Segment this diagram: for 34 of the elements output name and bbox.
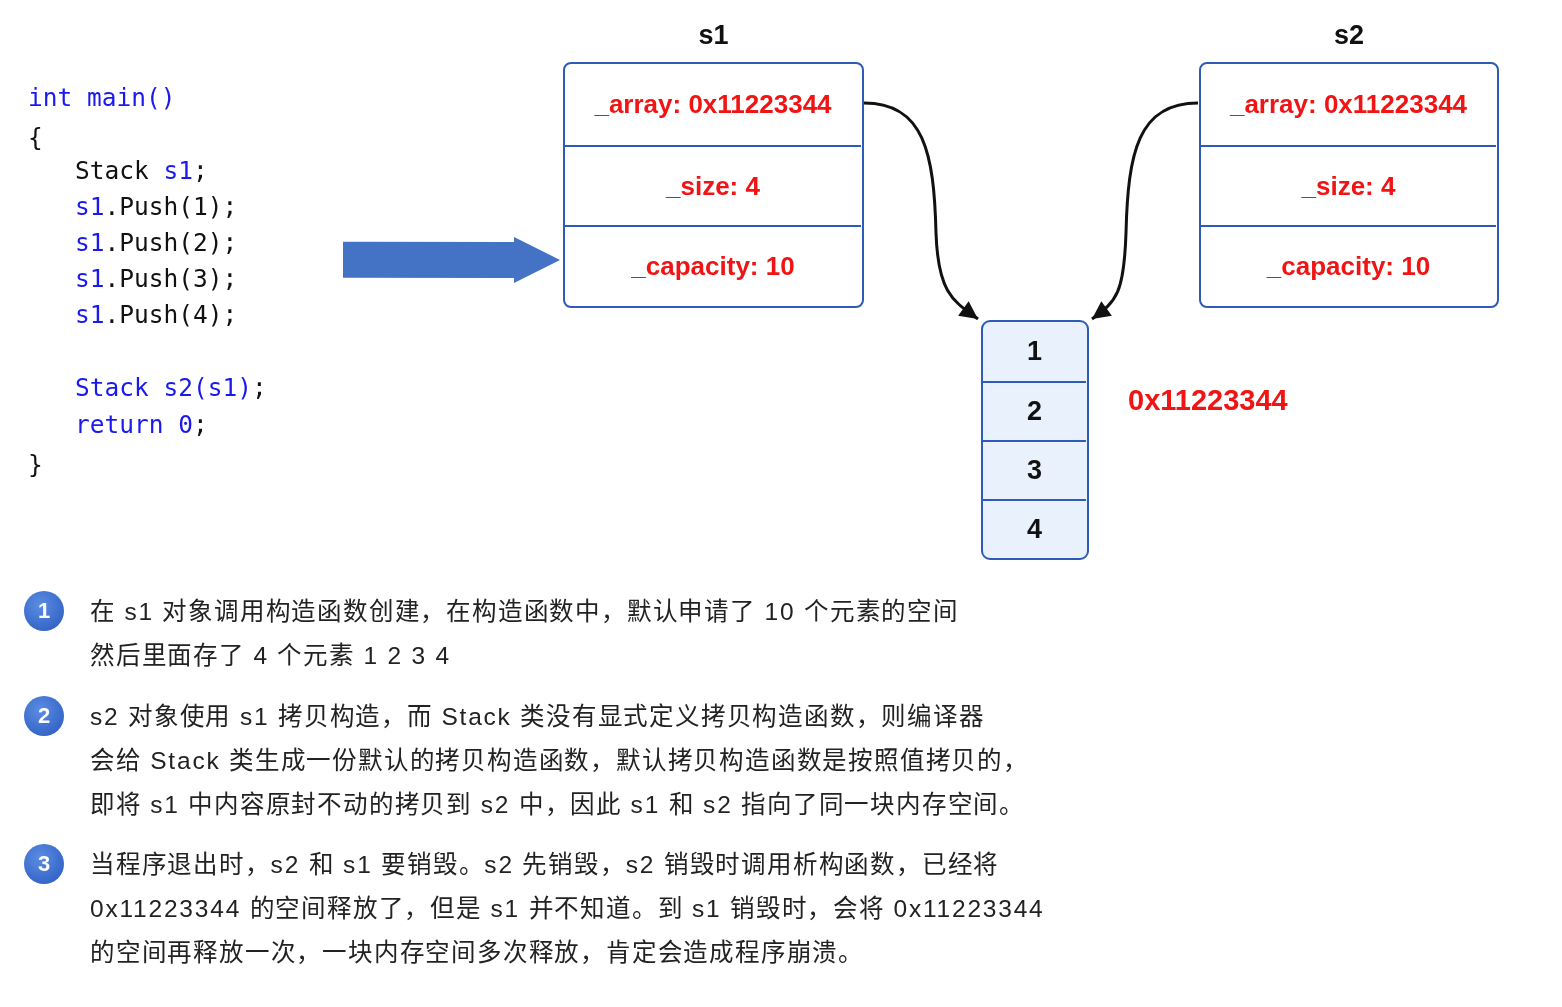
field-cell: _capacity: 10 <box>565 225 861 305</box>
array-cell: 4 <box>983 499 1086 557</box>
code-line: Stack s2(s1); <box>75 372 267 404</box>
pointer-arrow <box>863 101 979 321</box>
box-title: s2 <box>1332 19 1365 52</box>
code-line: } <box>28 449 43 481</box>
address-label: 0x11223344 <box>1128 383 1289 418</box>
code-line: int main() <box>28 82 176 114</box>
block-arrow <box>343 236 560 283</box>
code-line: s1.Push(4); <box>75 299 238 331</box>
code-line: Stack s1; <box>75 155 208 187</box>
callout-number: 1 <box>24 591 64 631</box>
array-cell: 1 <box>983 322 1086 381</box>
array-cell: 2 <box>983 381 1086 440</box>
field-cell: _array: 0x11223344 <box>1201 64 1496 145</box>
field-cell: _capacity: 10 <box>1201 225 1496 305</box>
code-line: s1.Push(3); <box>75 263 238 295</box>
callout-number: 3 <box>24 844 64 884</box>
code-line: s1.Push(2); <box>75 227 238 259</box>
array-cell: 3 <box>983 440 1086 499</box>
note-text: 在 s1 对象调用构造函数创建，在构造函数中，默认申请了 10 个元素的空间 <box>90 597 960 627</box>
pointer-arrow <box>1091 101 1199 321</box>
field-cell: _size: 4 <box>1201 145 1496 225</box>
box-title: s1 <box>697 19 730 52</box>
code-line: { <box>28 122 43 154</box>
field-cell: _array: 0x11223344 <box>565 64 861 145</box>
note-text: s2 对象使用 s1 拷贝构造，而 Stack 类没有显式定义拷贝构造函数，则编译器会给 Stack 类生成一份默认的拷贝构造函数，默认拷贝构造函数是按照值拷贝的，即将 s1 中内容原封不动的拷贝到 s2 中，因此 s1 和 s2 指向了同一块内存空间。 <box>90 702 1030 820</box>
note-text: 然后里面存了 4 个元素 1 2 3 4 <box>90 641 452 671</box>
note-text: 当程序退出时，s2 和 s1 要销毁。s2 先销毁，s2 销毁时调用析构函数，已经将 0x11223344 的空间释放了，但是 s1 并不知道。到 s1 销毁时，会将 0x11223344 的空间再释放一次，一块内存空间多次释放，肯定会造成程序崩溃。 <box>90 850 1046 968</box>
array-box <box>981 320 1089 560</box>
callout-number: 2 <box>24 696 64 736</box>
field-cell: _size: 4 <box>565 145 861 225</box>
code-line: s1.Push(1); <box>75 191 238 223</box>
code-line: return 0; <box>75 409 208 441</box>
